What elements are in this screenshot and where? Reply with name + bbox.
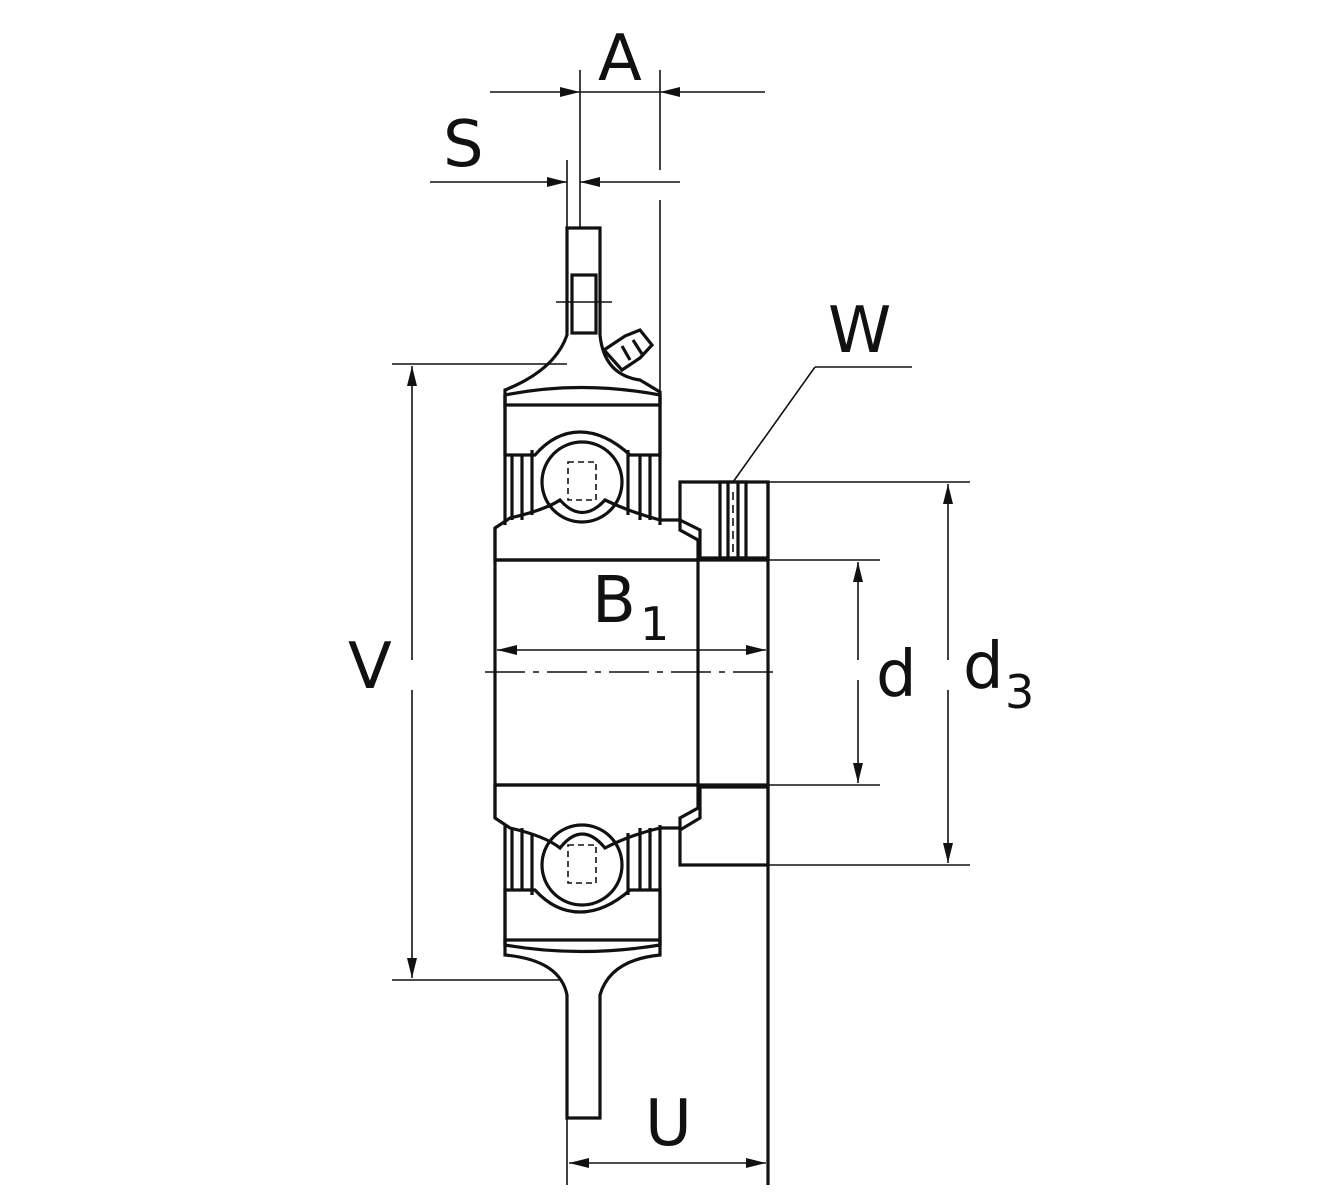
label-d3: d bbox=[963, 630, 1004, 704]
balls bbox=[540, 440, 624, 907]
label-A: A bbox=[598, 22, 642, 96]
inner-ring-upper bbox=[493, 497, 700, 562]
labels: A S W B 1 V d d 3 U bbox=[348, 22, 1034, 1161]
label-U: U bbox=[645, 1087, 692, 1161]
ball-lower bbox=[540, 823, 624, 907]
flange-lower-arm bbox=[503, 938, 662, 1120]
outer-ring bbox=[503, 385, 662, 954]
label-W: W bbox=[828, 294, 891, 368]
dim-W-leader bbox=[732, 366, 816, 483]
seals bbox=[510, 450, 652, 895]
housing-flange bbox=[503, 226, 662, 1120]
flange-upper-arm bbox=[503, 226, 662, 407]
label-S: S bbox=[443, 108, 484, 182]
outer-ring-lower bbox=[503, 888, 662, 954]
collar-upper bbox=[678, 480, 770, 560]
bore bbox=[485, 482, 780, 1185]
inner-ring bbox=[493, 497, 700, 851]
collar-lower bbox=[678, 785, 770, 867]
label-B1-sub: 1 bbox=[640, 597, 669, 651]
label-V: V bbox=[348, 630, 392, 704]
label-d: d bbox=[876, 638, 917, 712]
grease-nipple bbox=[601, 328, 655, 373]
inner-ring-lower bbox=[493, 783, 700, 851]
ball-upper bbox=[540, 440, 624, 524]
eccentric-collar bbox=[678, 480, 770, 867]
flange-bolt-hole bbox=[570, 273, 598, 335]
outer-ring-upper bbox=[503, 385, 662, 457]
label-B1: B bbox=[592, 564, 636, 638]
label-d3-sub: 3 bbox=[1005, 665, 1034, 719]
dimensions bbox=[392, 70, 970, 1185]
